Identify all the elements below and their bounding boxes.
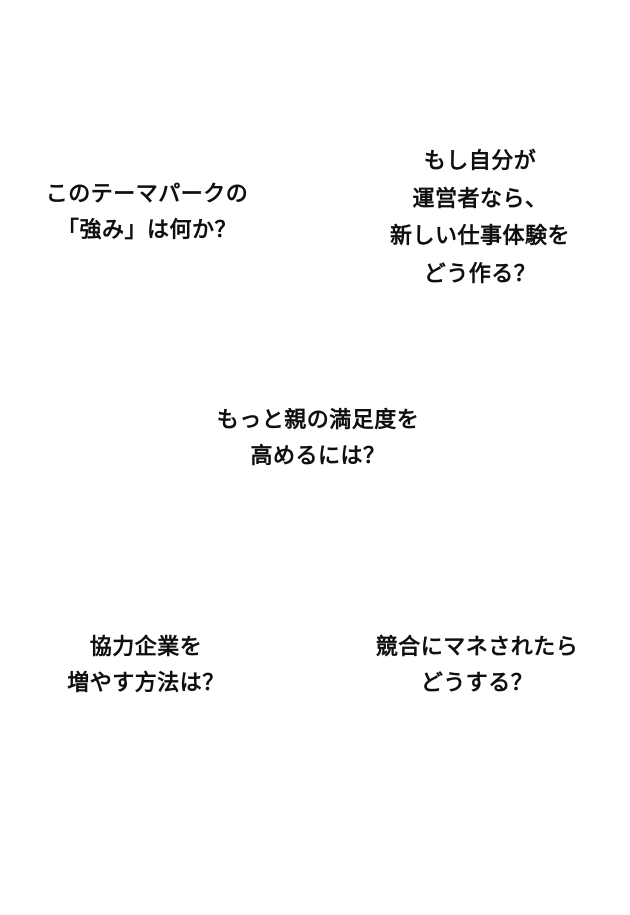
question-line: 協力企業を — [89, 635, 203, 660]
question-line: 運営者なら、 — [412, 186, 548, 212]
question-line: 増やす方法は？ — [67, 671, 225, 696]
question-line: 「強み」は何か？ — [56, 218, 238, 243]
question-line: 競合にマネされたら — [375, 635, 579, 660]
note-park-strength: このテーマパークの 「強み」は何か？ — [46, 177, 249, 249]
note-operator-new-experience: もし自分が 運営者なら、 新しい仕事体験を どう作る？ — [390, 143, 570, 293]
question-line: このテーマパークの — [45, 182, 249, 207]
question-line: どうする？ — [420, 671, 534, 696]
note-partner-companies: 協力企業を 増やす方法は？ — [67, 630, 225, 702]
note-parent-satisfaction: もっと親の満足度を 高めるには？ — [217, 403, 420, 475]
question-line: 新しい仕事体験を — [389, 224, 571, 249]
question-line: 高めるには？ — [250, 444, 386, 469]
note-competitor-imitation: 競合にマネされたら どうする？ — [376, 630, 579, 702]
question-line: もし自分が — [423, 149, 537, 174]
question-line: もっと親の満足度を — [216, 408, 420, 433]
question-line: どう作る？ — [423, 261, 537, 287]
